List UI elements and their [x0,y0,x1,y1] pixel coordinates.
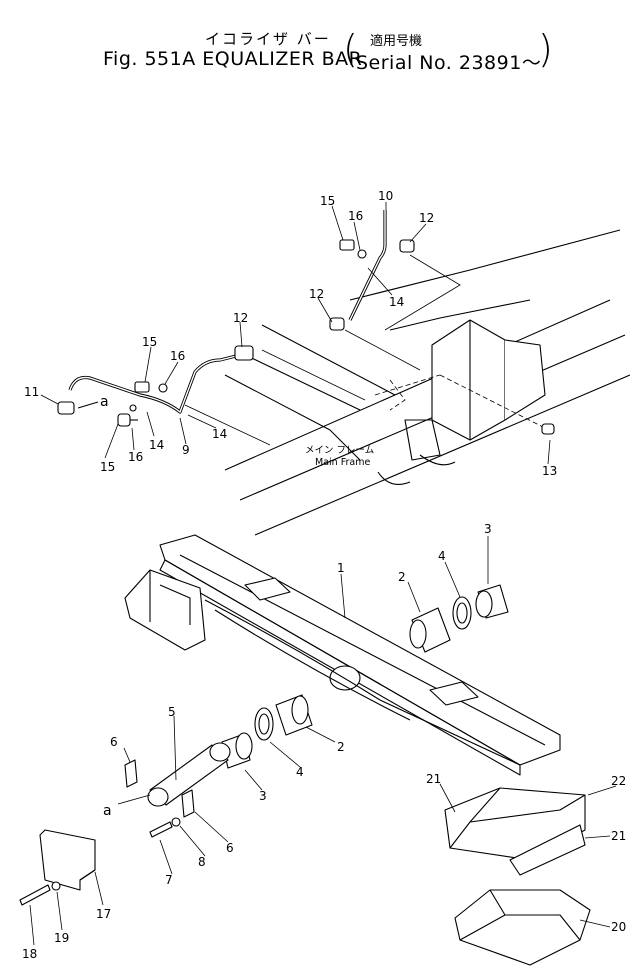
callout-17: 17 [96,907,111,921]
callout-22: 22 [611,774,626,788]
callout-14: 14 [212,427,227,441]
figure-title-japanese: イコライザ バー [205,30,331,48]
callout-21: 21 [426,772,441,786]
guard-assembly [444,787,591,966]
frame-label: Main Frame [315,457,370,468]
callout-18: 18 [22,947,37,961]
callout-16: 16 [128,450,143,464]
callout-4: 4 [296,765,304,779]
elbow-fitting [57,401,75,415]
bolt-18 [19,884,51,906]
figure-title: Fig. 551A EQUALIZER BAR [103,48,363,70]
callout-labels: 1 2 2 3 3 4 4 5 6 6 7 8 9 10 11 12 12 12… [22,189,626,961]
washer-19 [51,881,61,891]
callout-19: 19 [54,931,69,945]
connection-marker-a: a [100,394,109,410]
callout-16: 16 [170,349,185,363]
callout-15: 15 [100,460,115,474]
grease-tube-assembly-left [57,345,254,427]
serial-label-japanese: 適用号機 [370,34,423,49]
callout-10: 10 [378,189,393,203]
callout-8: 8 [198,855,206,869]
callout-11: 11 [24,385,39,399]
callout-15: 15 [320,194,335,208]
retainer-plate-6 [124,759,138,788]
frame-label-japanese: メイン フレーム [305,445,374,456]
grease-tube-assembly-upper [329,210,555,435]
grease-fitting [234,345,254,361]
bracket-close: ) [538,27,553,71]
connection-marker-a: a [103,803,112,819]
callout-14: 14 [149,438,164,452]
callout-9: 9 [182,443,190,457]
washer [158,383,168,393]
callout-13: 13 [542,464,557,478]
leader-lines [29,202,617,946]
bracket-open: ( [343,27,358,71]
callout-12: 12 [233,311,248,325]
callout-12: 12 [309,287,324,301]
callout-3: 3 [259,789,267,803]
callout-2: 2 [398,570,406,584]
bolt-head [134,381,150,393]
callout-15: 15 [142,335,157,349]
guard-20 [454,889,591,966]
retainer-plate-6 [181,789,195,818]
serial-number: Serial No. 23891～ [356,52,542,74]
callout-16: 16 [348,209,363,223]
callout-14: 14 [389,295,404,309]
callout-6: 6 [110,735,118,749]
equalizer-bar [124,534,561,776]
callout-12: 12 [419,211,434,225]
callout-7: 7 [165,873,173,887]
washer-8 [171,817,181,827]
callout-4: 4 [438,549,446,563]
callout-5: 5 [168,705,176,719]
callout-2: 2 [337,740,345,754]
callout-6: 6 [226,841,234,855]
cover-17 [19,829,96,906]
callout-21: 21 [611,829,626,843]
bolt-7 [149,821,173,838]
main-frame [184,229,631,536]
callout-1: 1 [337,561,345,575]
callout-3: 3 [484,522,492,536]
guard-21 [509,824,586,876]
pin-and-bushings [117,584,509,838]
callout-20: 20 [611,920,626,934]
